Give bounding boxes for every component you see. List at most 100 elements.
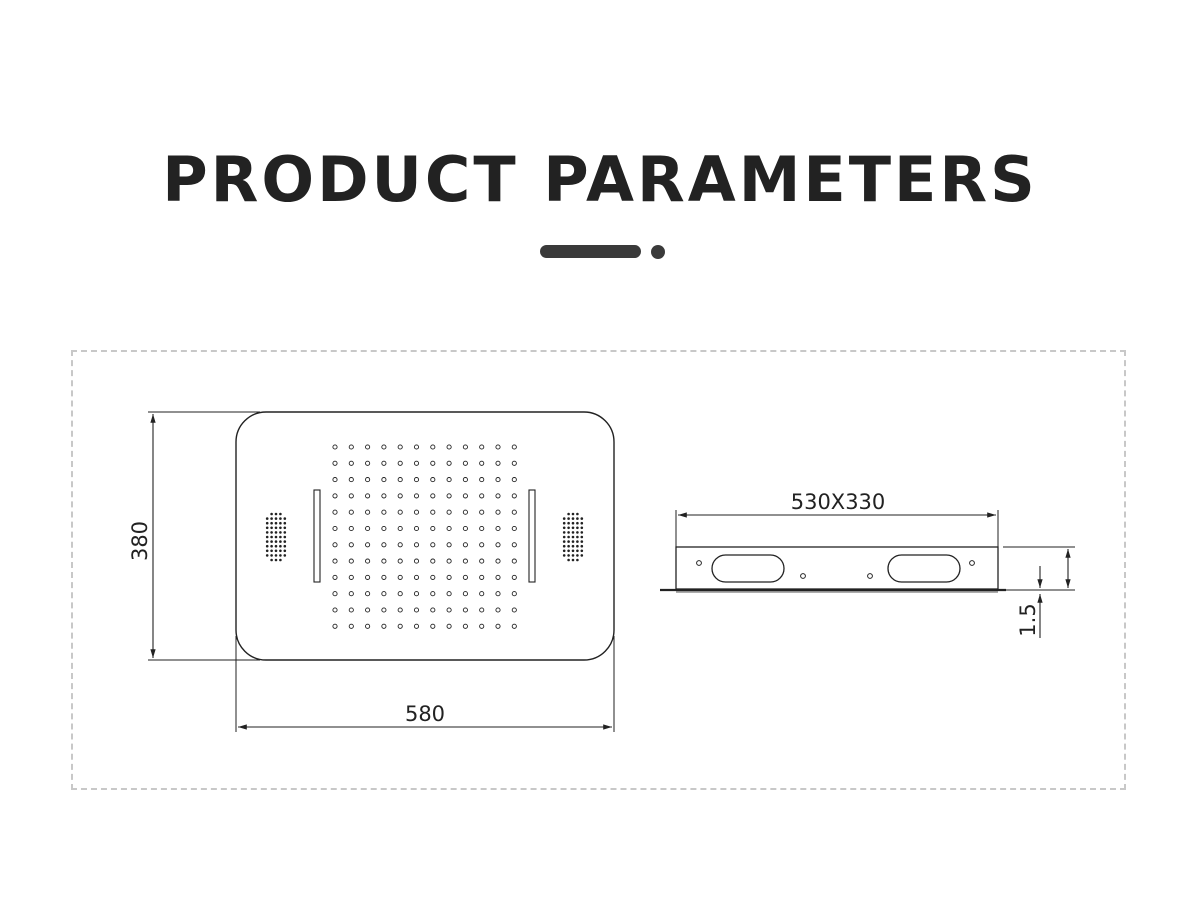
nozzle — [381, 509, 387, 515]
mist-nozzle — [580, 521, 584, 525]
nozzle — [430, 460, 436, 466]
width-dimension: 580 — [235, 636, 615, 732]
nozzle — [348, 477, 354, 483]
mist-nozzle — [571, 540, 575, 543]
nozzle — [446, 558, 452, 564]
mist-nozzle — [283, 531, 287, 534]
mist-nozzle — [265, 544, 269, 548]
mist-nozzle — [576, 521, 579, 525]
nozzle — [332, 607, 338, 613]
nozzle — [332, 558, 338, 564]
nozzle — [430, 477, 436, 483]
nozzle — [430, 591, 436, 597]
mist-nozzle — [279, 549, 282, 553]
thickness-dimension: 1.5 — [1003, 546, 1075, 638]
nozzle — [381, 493, 387, 499]
mist-nozzle — [562, 540, 566, 543]
mist-nozzle — [283, 540, 287, 543]
mist-nozzle — [567, 535, 570, 539]
nozzle — [479, 591, 485, 597]
nozzle — [413, 623, 420, 629]
mist-nozzle — [580, 531, 584, 534]
cutout-dimension: 530X330 — [675, 490, 999, 547]
nozzle — [479, 574, 485, 580]
nozzle — [479, 623, 485, 629]
mist-nozzle — [274, 558, 278, 562]
nozzle — [413, 477, 420, 483]
nozzle — [511, 444, 517, 450]
nozzle — [397, 493, 403, 499]
mist-nozzle — [576, 540, 579, 543]
mist-nozzle — [571, 512, 575, 516]
mist-nozzle — [580, 549, 584, 553]
mist-nozzle — [567, 512, 570, 516]
mist-nozzle — [567, 531, 570, 534]
mist-nozzle — [567, 521, 570, 525]
mist-nozzle — [580, 517, 584, 520]
nozzle — [381, 607, 387, 613]
nozzle — [332, 477, 338, 483]
mist-nozzle — [270, 521, 273, 525]
mist-nozzle — [283, 521, 287, 525]
mist-nozzle — [270, 540, 273, 543]
mist-nozzle — [580, 554, 584, 557]
left-light-strip — [313, 489, 321, 583]
nozzle — [397, 574, 403, 580]
mist-nozzle — [265, 531, 269, 534]
nozzle — [397, 477, 403, 483]
mist-nozzle — [279, 526, 282, 530]
mist-nozzle — [571, 517, 575, 520]
mist-nozzle — [265, 526, 269, 530]
nozzle — [413, 558, 420, 564]
mist-nozzle — [571, 521, 575, 525]
nozzle — [365, 444, 371, 450]
mist-nozzle — [279, 554, 282, 557]
nozzle — [365, 460, 371, 466]
nozzle — [348, 525, 354, 532]
nozzle — [332, 460, 338, 466]
mist-nozzle — [571, 544, 575, 548]
nozzle — [479, 493, 485, 499]
nozzle — [495, 460, 501, 466]
nozzle — [462, 525, 468, 532]
nozzle — [446, 460, 452, 466]
mist-nozzle — [274, 517, 278, 520]
mist-nozzle — [274, 544, 278, 548]
nozzle — [462, 493, 468, 499]
nozzle — [332, 623, 338, 629]
mist-nozzle — [283, 535, 287, 539]
drawing-frame — [71, 350, 1126, 790]
nozzle — [511, 591, 517, 597]
mist-nozzle — [562, 549, 566, 553]
nozzle — [348, 623, 354, 629]
nozzle — [381, 623, 387, 629]
nozzle — [446, 591, 452, 597]
nozzle — [511, 558, 517, 564]
mist-nozzle — [265, 540, 269, 543]
mist-nozzle — [571, 526, 575, 530]
mist-nozzle — [279, 521, 282, 525]
mist-nozzle — [265, 535, 269, 539]
nozzle — [479, 558, 485, 564]
mist-nozzle — [279, 517, 282, 520]
height-label: 380 — [128, 521, 152, 561]
nozzle — [397, 542, 403, 548]
mist-nozzle — [562, 521, 566, 525]
mist-nozzle — [567, 544, 570, 548]
nozzle — [381, 542, 387, 548]
mist-nozzle — [279, 535, 282, 539]
nozzle — [495, 444, 501, 450]
mist-nozzle — [270, 554, 273, 557]
nozzle — [430, 574, 436, 580]
mist-nozzle — [283, 517, 287, 520]
mist-nozzle — [265, 554, 269, 557]
nozzle — [365, 525, 371, 532]
right-slot — [887, 554, 961, 583]
nozzle — [495, 623, 501, 629]
mist-nozzle — [265, 521, 269, 525]
mist-nozzle — [562, 535, 566, 539]
nozzle — [446, 444, 452, 450]
mist-nozzle — [274, 549, 278, 553]
mist-nozzle — [265, 517, 269, 520]
